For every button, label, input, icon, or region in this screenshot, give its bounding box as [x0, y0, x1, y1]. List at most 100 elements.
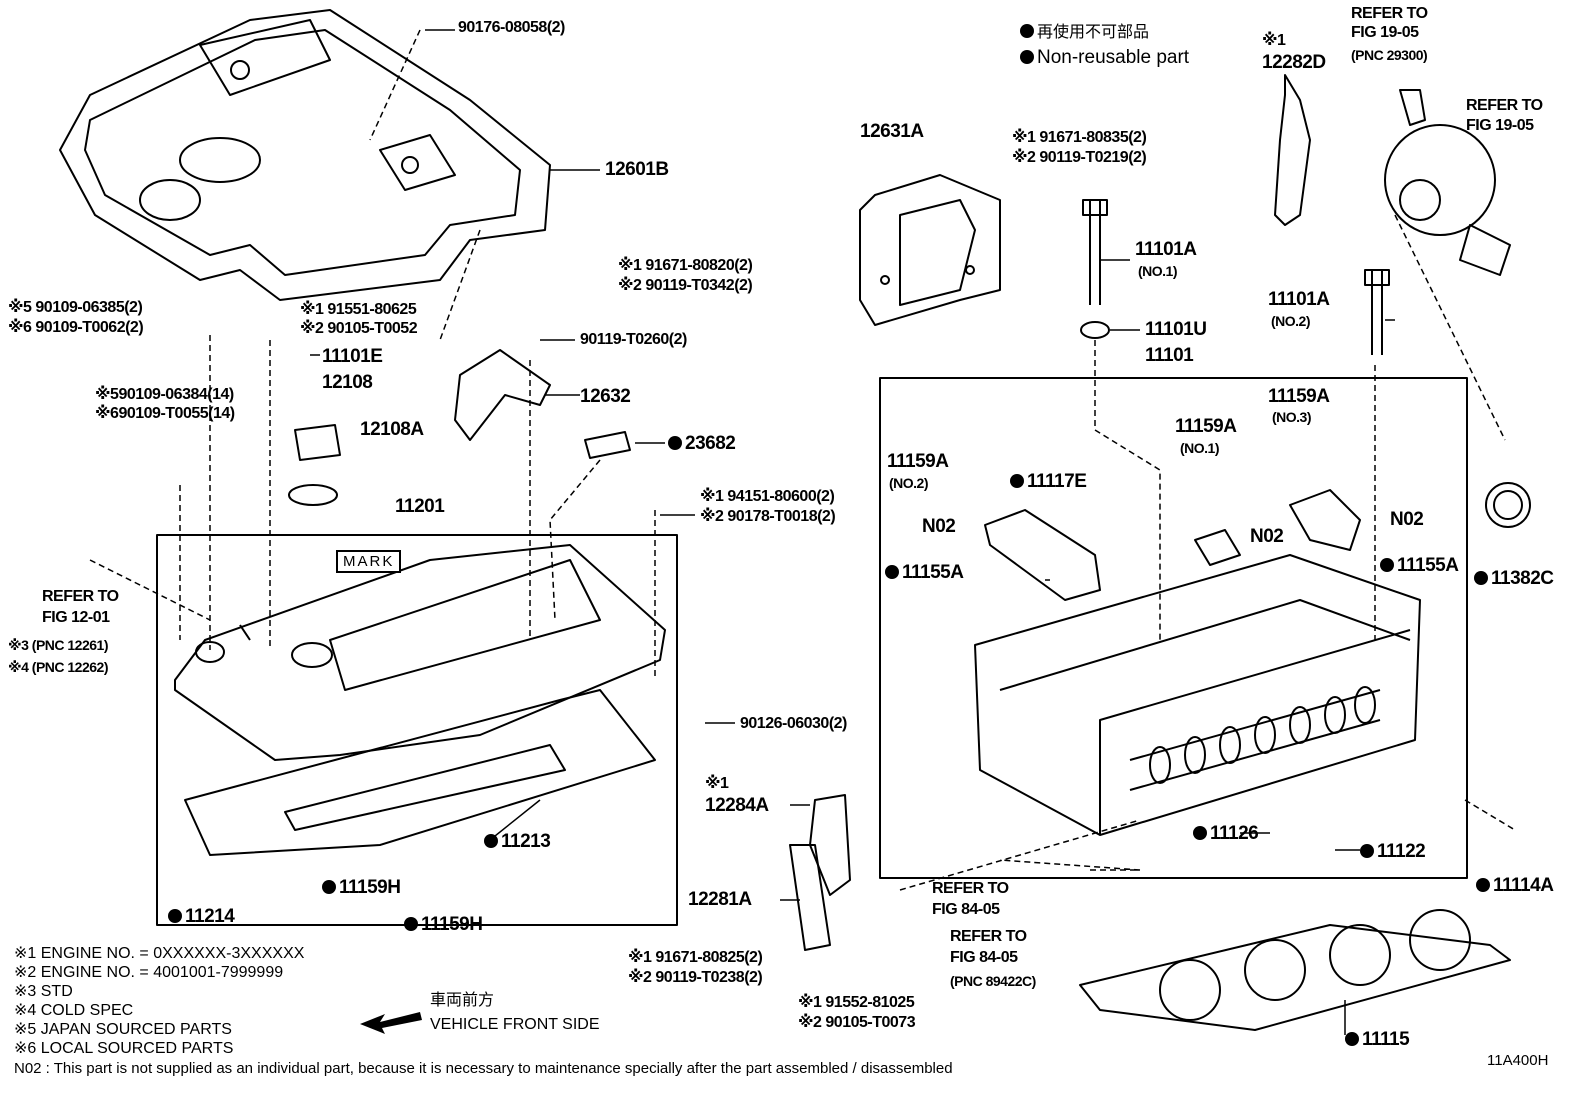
label-11159a-no1-sub: (NO.1) — [1180, 440, 1220, 456]
label-bolt-low-2: ※2 90119-T0238(2) — [628, 969, 763, 986]
label-90119-t0260: 90119-T0260(2) — [580, 331, 687, 348]
filled-dot-icon — [168, 909, 182, 923]
label-refer-84-2c: (PNC 89422C) — [950, 973, 1036, 989]
note-6: ※6 LOCAL SOURCED PARTS — [14, 1040, 234, 1057]
label-refer-top-3: (PNC 29300) — [1351, 47, 1428, 63]
filled-dot-icon — [404, 917, 418, 931]
gasket-23682 — [584, 431, 631, 459]
label-90126: 90126-06030(2) — [740, 715, 847, 732]
engine-cover-12601b — [59, 9, 551, 301]
gasket-11213 — [184, 689, 656, 856]
filled-dot-icon — [1010, 474, 1024, 488]
label-12601b: 12601B — [605, 159, 669, 180]
bracket-12282d — [1274, 74, 1311, 226]
label-refer-right-1: REFER TO — [1466, 97, 1543, 114]
label-refer-84-2b: FIG 84-05 — [950, 949, 1018, 966]
label-refer-84-1a: REFER TO — [932, 880, 1009, 897]
bracket-12632 — [454, 349, 551, 441]
oil-seal-11382c — [1485, 482, 1531, 528]
label-11159a-no3-sub: (NO.3) — [1272, 409, 1312, 425]
label-refer-right-2: FIG 19-05 — [1466, 117, 1534, 134]
label-12282d: 12282D — [1262, 52, 1326, 73]
label-n02-c: N02 — [1390, 509, 1424, 530]
label-left-bolt-4: ※690109-T0055(14) — [95, 405, 235, 422]
dashed-guide-lines — [89, 29, 1516, 891]
label-12631a: 12631A — [860, 121, 924, 142]
label-nut-1: ※1 94151-80600(2) — [700, 488, 835, 505]
cam-cap-no1 — [1194, 529, 1241, 566]
label-refer-top-1: REFER TO — [1351, 5, 1428, 22]
label-refer-left-4: ※4 (PNC 12262) — [8, 659, 109, 675]
label-11201: 11201 — [395, 496, 445, 517]
label-n02-b: N02 — [1250, 526, 1284, 547]
label-11126: 11126 — [1193, 824, 1259, 843]
label-bolt-low-1: ※1 91671-80825(2) — [628, 949, 763, 966]
label-11115: 11115 — [1345, 1030, 1410, 1049]
label-11101a-no2-sub: (NO.2) — [1271, 313, 1311, 329]
label-11214: 11214 — [168, 907, 235, 926]
label-11382c: 11382C — [1474, 569, 1554, 588]
label-12281a: 12281A — [688, 889, 752, 910]
note-3: ※3 STD — [14, 983, 73, 1000]
label-11159a-no2: 11159A — [887, 451, 949, 472]
filled-dot-icon — [1020, 50, 1034, 64]
label-refer-84-2a: REFER TO — [950, 928, 1027, 945]
label-11155a-right: 11155A — [1380, 556, 1459, 575]
filled-dot-icon — [1193, 826, 1207, 840]
filled-dot-icon — [484, 834, 498, 848]
label-bolt-top-1: ※1 91671-80835(2) — [1012, 129, 1147, 146]
filled-dot-icon — [885, 565, 899, 579]
note-5: ※5 JAPAN SOURCED PARTS — [14, 1021, 232, 1038]
label-11101: 11101 — [1145, 345, 1194, 366]
label-11101a-no1-sub: (NO.1) — [1138, 263, 1178, 279]
filled-dot-icon — [1020, 24, 1034, 38]
label-11159a-no2-sub: (NO.2) — [889, 475, 929, 491]
head-gasket-11115 — [1079, 924, 1511, 1031]
note-2: ※2 ENGINE NO. = 4001001-7999999 — [14, 964, 284, 981]
note-4: ※4 COLD SPEC — [14, 1002, 134, 1019]
legend-jp: 再使用不可部品 — [1020, 24, 1149, 41]
label-11101a-no2: 11101A — [1268, 289, 1330, 310]
label-12284a-note: ※1 — [705, 775, 729, 792]
filled-dot-icon — [1476, 878, 1490, 892]
label-11159a-no1: 11159A — [1175, 416, 1237, 437]
bracket-12631a — [859, 174, 1001, 326]
cylinder-head-11101 — [974, 554, 1421, 836]
label-left-bolt-1: ※5 90109-06385(2) — [8, 299, 143, 316]
vacuum-pump — [1384, 89, 1511, 276]
label-12108: 12108 — [322, 372, 373, 393]
vehicle-front-jp: 車両前方 — [430, 992, 495, 1009]
label-refer-left-2: FIG 12-01 — [42, 609, 110, 626]
label-nut-2: ※2 90178-T0018(2) — [700, 508, 836, 525]
cylinder-head-box — [879, 377, 1468, 879]
bracket-12284a — [809, 794, 851, 896]
label-11101a-no1: 11101A — [1135, 239, 1197, 260]
label-refer-top-2: FIG 19-05 — [1351, 24, 1419, 41]
filled-dot-icon — [1360, 844, 1374, 858]
label-11101u: 11101U — [1145, 319, 1207, 340]
label-11155a-left: 11155A — [885, 563, 964, 582]
vehicle-front-arrow — [360, 1012, 422, 1034]
cylinder-head-cover-box — [156, 534, 678, 926]
leader-lines — [310, 29, 1395, 1035]
label-left-bolt-2: ※6 90109-T0062(2) — [8, 319, 144, 336]
washer-11101u — [1080, 321, 1110, 339]
oil-filler-cap-12108 — [294, 424, 341, 461]
label-12282d-note: ※1 — [1262, 32, 1286, 49]
filled-dot-icon — [1380, 558, 1394, 572]
label-23682: 23682 — [668, 434, 736, 453]
legend-en: Non-reusable part — [1020, 48, 1189, 67]
label-bolt-mid-2: ※2 90119-T0342(2) — [618, 277, 753, 294]
cam-cap-no3 — [1289, 489, 1361, 551]
head-bolt-no2 — [1364, 269, 1390, 355]
label-bolt-top-2: ※2 90119-T0219(2) — [1012, 149, 1147, 166]
label-12108a: 12108A — [360, 419, 424, 440]
gasket-12108a — [288, 484, 338, 506]
label-11114a: 11114A — [1476, 876, 1554, 895]
label-refer-left-3: ※3 (PNC 12261) — [8, 637, 109, 653]
head-bolt-no1 — [1082, 199, 1108, 305]
label-screw-low-1: ※1 91552-81025 — [798, 994, 915, 1011]
cam-cap-no2 — [984, 509, 1101, 601]
mark-callout: MARK — [336, 550, 402, 573]
